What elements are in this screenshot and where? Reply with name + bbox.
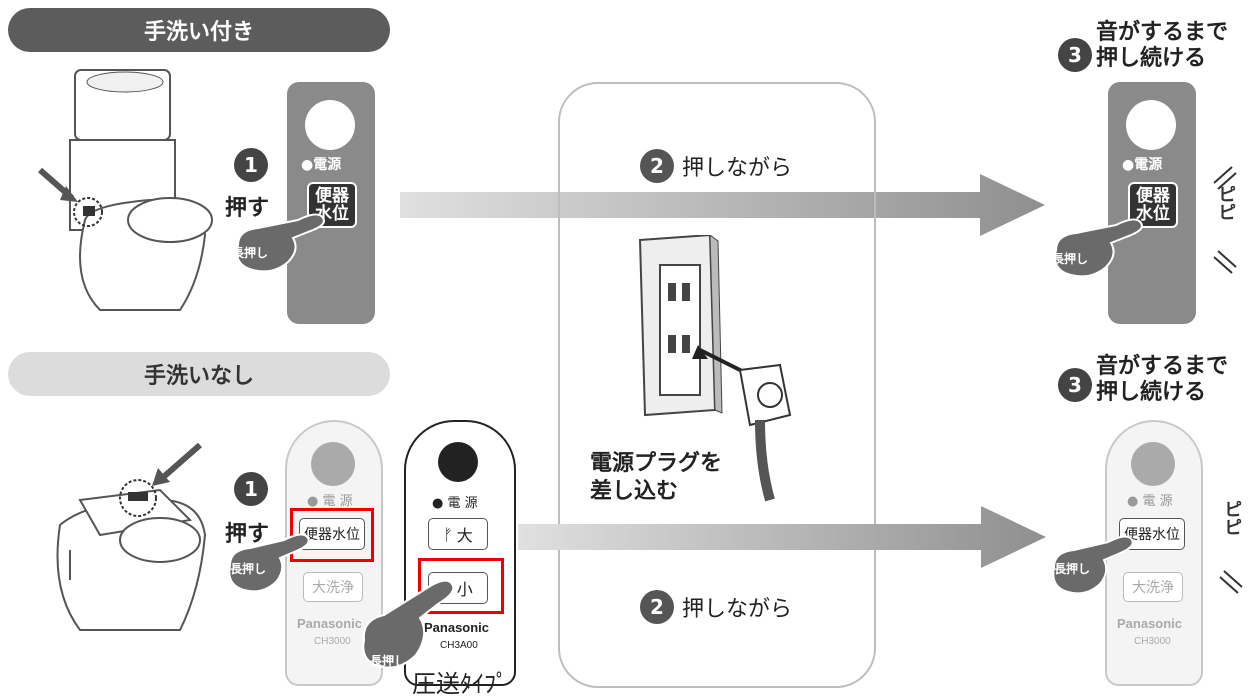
section-title-with-basin: 手洗い付き [8,8,390,52]
step-number-text: 1 [244,477,258,501]
brand-logo: Panasonic [1117,616,1183,631]
power-indicator-circle [305,100,355,150]
long-press-label: 長押し [232,246,269,260]
power-label: ● 電 源 [432,496,478,511]
benki-suii-button[interactable]: 便器 水位 [1128,182,1178,228]
benki-label-1: 便器 [315,186,349,206]
beep-sound-text-top: ピピ [1215,185,1236,221]
power-label: ● 電 源 [1127,494,1173,509]
remote-panel-top-left: ●電源 便器 水位 [287,82,375,324]
power-label: ● 電 源 [307,494,353,509]
highlight-box-flush-small [418,558,504,614]
benki-suii-button[interactable]: 便器水位 [299,518,365,550]
step-3-number-top: 3 [1058,38,1092,72]
pressure-type-caption: 圧送ﾀｲﾌﾟ [412,670,508,698]
benki-label-2: 水位 [1136,204,1170,224]
step-number-text: 1 [244,153,258,177]
remote-panel-top-right: ●電源 便器 水位 [1108,82,1196,324]
arrow-top [400,174,1045,236]
toilet-with-basin-illustration [38,69,213,311]
step-number-text: 2 [650,154,664,178]
step-1-number-bottom: 1 [234,472,268,506]
sound-lines-icon [1219,570,1243,594]
step-1-number: 1 [234,148,268,182]
step-3-line-2: 押し続ける [1096,46,1207,71]
benki-label-1: 便器 [1136,186,1170,206]
pressing-hand-icon [1054,218,1143,278]
sound-lines-icon [1213,166,1237,274]
power-indicator-circle [1126,100,1176,150]
section-title-text: 手洗いなし [143,364,254,389]
pressing-hand-icon [362,579,455,669]
step-3-text-top: 音がするまで 押し続ける [1096,20,1228,72]
swirl-icon: ᚠ [443,524,453,544]
step-3-number-bottom: 3 [1058,368,1092,402]
model-number: CH3A00 [440,640,478,651]
beep-sound-text-bottom: ピピ [1221,500,1242,536]
model-number: CH3000 [1134,636,1171,647]
flush-small-label: 小 [456,580,473,599]
daisenjo-button[interactable]: 大洗浄 [303,572,363,602]
brand-logo: Panasonic [424,620,490,635]
step-number-text: 3 [1068,373,1082,397]
flush-large-label: 大 [456,526,473,545]
plug-instruction-text: 電源プラグを 差し込む [590,450,722,506]
center-instruction-box [558,82,876,688]
benki-suii-button[interactable]: 便器 水位 [307,182,357,228]
wall-outlet-with-plug [638,235,792,502]
step-1-label-bottom: 押す [225,522,270,547]
pressing-hand-icon [228,533,310,593]
toilet-without-basin-illustration [56,442,207,631]
pressing-hand-icon [236,213,325,273]
step-number-text: 2 [650,595,664,619]
step-3-line-2: 押し続ける [1096,380,1207,405]
power-indicator-circle [311,442,355,486]
step-3-line-1: 音がするまで [1096,354,1229,379]
step-3-text-bottom: 音がするまで 押し続ける [1096,354,1228,406]
step-2-number-top: 2 [640,149,674,183]
step-2-label-bottom: 押しながら [682,597,793,622]
section-title-text: 手洗い付き [143,20,254,45]
step-2-label-top: 押しながら [682,156,793,181]
step-number-text: 3 [1068,43,1082,67]
power-label: ●電源 [1122,157,1163,173]
long-press-label: 長押し [1052,252,1089,266]
power-label: ●電源 [301,157,342,173]
step-2-number-bottom: 2 [640,590,674,624]
plug-line-2: 差し込む [590,479,679,504]
long-press-label: 長押し [230,562,267,576]
long-press-label: 長押し [1054,562,1091,576]
highlight-box-benki [290,508,374,562]
model-number: CH3000 [314,636,351,647]
step-3-line-1: 音がするまで [1096,20,1229,45]
brand-logo: Panasonic [297,616,363,631]
benki-suii-button[interactable]: 便器水位 [1119,518,1185,550]
daisenjo-button[interactable]: 大洗浄 [1123,572,1183,602]
plug-line-1: 電源プラグを [590,451,723,476]
power-indicator-circle [1131,442,1175,486]
arrow-bottom [518,506,1046,568]
power-indicator-circle [438,442,478,482]
flush-large-button[interactable]: ᚠ 大 [428,518,488,550]
long-press-label: 長押し [370,654,407,668]
pressing-hand-icon [1052,535,1134,595]
section-title-without-basin: 手洗いなし [8,352,390,396]
step-1-label-top: 押す [225,196,270,221]
